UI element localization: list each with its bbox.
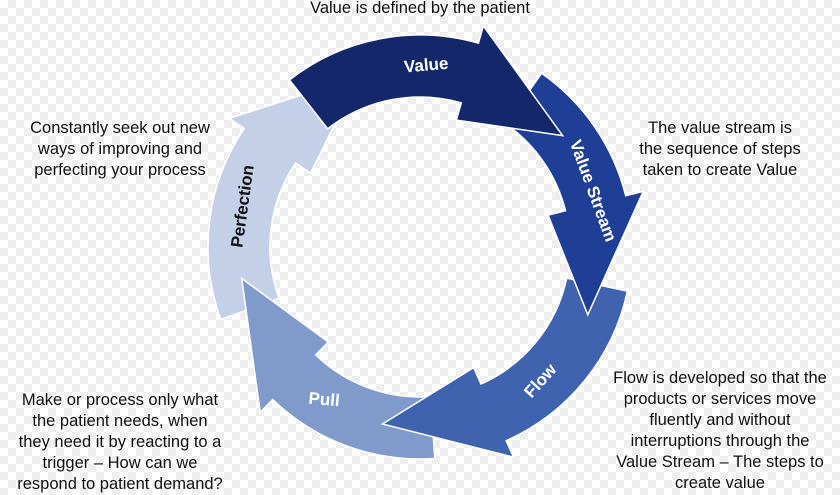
caption-line: the sequence of steps [639,140,801,158]
arrow-value [288,24,565,137]
caption-line: respond to patient demand? [17,475,223,493]
caption-line: Value is defined by the patient [310,0,530,17]
caption-flow: Flow is developed so that the products or… [600,368,840,494]
arrow-value-stream [504,72,645,317]
caption-line: fluently and without [649,411,791,429]
label-value: Value [403,54,449,77]
caption-line: Value Stream – The steps to [616,453,824,471]
caption-value: Value is defined by the patient [240,0,600,19]
caption-line: products or services move [623,390,817,408]
caption-line: taken to create Value [642,161,798,179]
caption-line: ways of improving and [37,140,203,158]
arrow-perfection [207,75,360,321]
caption-line: they need it by reacting to a [18,433,222,451]
caption-pull: Make or process only what the patient nee… [0,390,240,495]
caption-perfection: Constantly seek out new ways of improving… [0,118,240,181]
caption-line: perfecting your process [34,161,206,179]
caption-line: Flow is developed so that the [613,369,827,387]
caption-line: create value [675,474,765,492]
caption-line: Constantly seek out new [30,119,210,137]
caption-line: Make or process only what [21,391,219,409]
arrow-pull [240,276,436,460]
caption-line: the patient needs, when [32,412,208,430]
arrow-flow [380,277,629,459]
caption-line: The value stream is [648,119,792,137]
caption-line: trigger – How can we [42,454,198,472]
label-pull: Pull [308,389,341,411]
caption-line: interruptions through the [630,432,810,450]
caption-value-stream: The value stream is the sequence of steps… [600,118,840,181]
